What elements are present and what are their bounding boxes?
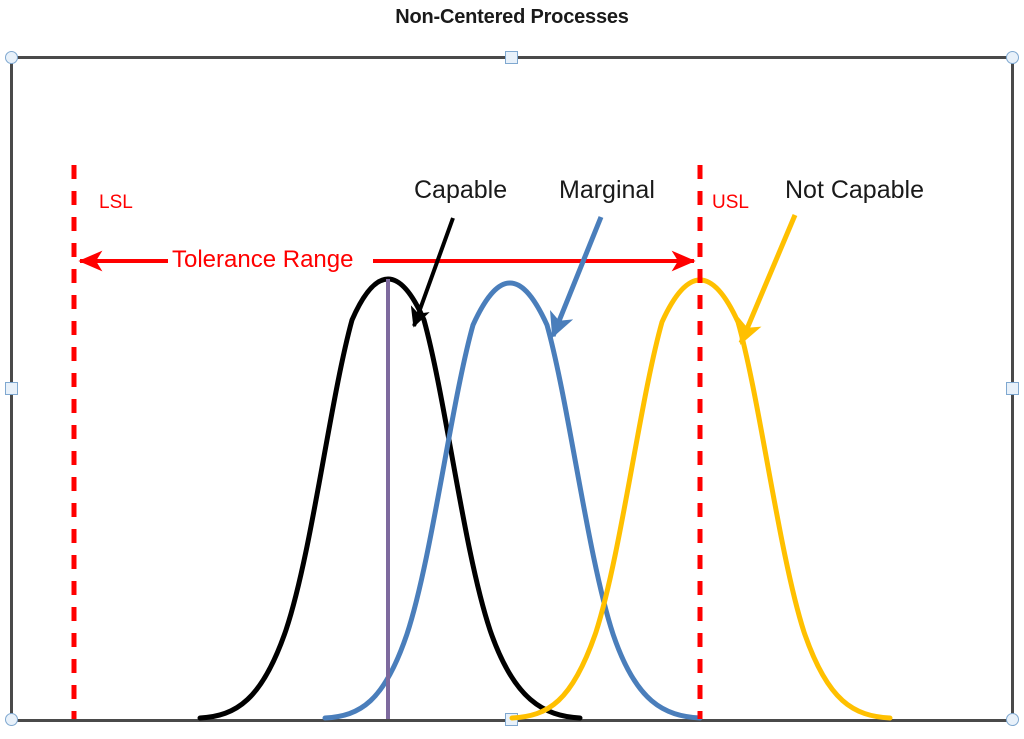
resize-handle-middle-left[interactable]	[5, 382, 18, 395]
not-capable-callout-arrow	[738, 214, 798, 345]
curve-not-capable	[509, 277, 893, 721]
capable-label: Capable	[414, 176, 508, 204]
page-title: Non-Centered Processes	[395, 6, 629, 28]
resize-handle-top-right[interactable]	[1006, 51, 1019, 64]
tolerance-range-label: Tolerance Range	[172, 246, 354, 273]
not-capable-label: Not Capable	[785, 176, 924, 204]
marginal-label: Marginal	[559, 176, 655, 204]
marginal-callout-arrow	[550, 216, 604, 338]
resize-handle-middle-right[interactable]	[1006, 382, 1019, 395]
resize-handle-top-center[interactable]	[505, 51, 518, 64]
curve-marginal	[322, 280, 703, 721]
resize-handle-bottom-left[interactable]	[5, 713, 18, 726]
resize-handle-top-left[interactable]	[5, 51, 18, 64]
capable-callout-arrow	[410, 217, 455, 328]
usl-label: USL	[712, 192, 749, 213]
lsl-label: LSL	[99, 192, 133, 213]
resize-handle-bottom-right[interactable]	[1006, 713, 1019, 726]
